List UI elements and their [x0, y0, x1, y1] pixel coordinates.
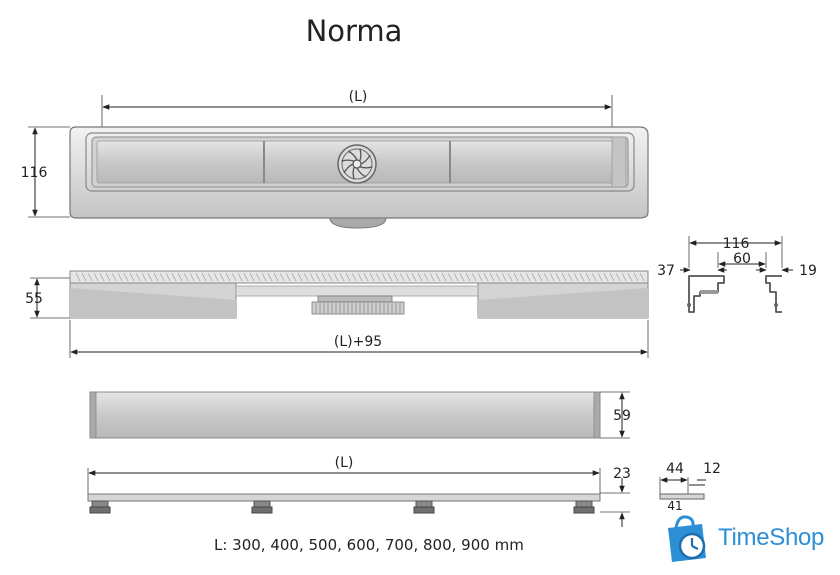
outlet-unit [311, 295, 405, 315]
grate-clip [413, 500, 435, 514]
cover-view: 59 [89, 391, 631, 439]
side-view: 55 (L)+95 [25, 270, 649, 358]
side-height-label: 55 [25, 291, 43, 307]
grate-view: (L) 23 44 12 41 [87, 455, 721, 527]
grate-clip [89, 500, 111, 514]
profile-left-label: 37 [657, 263, 675, 279]
grate-width-a-label: 44 [666, 461, 684, 477]
grate-clip [573, 500, 595, 514]
grate-width-b-label: 12 [703, 461, 721, 477]
shopping-bag-clock-icon [668, 515, 706, 562]
top-view: (L) 116 [21, 89, 649, 229]
top-length-label: (L) [349, 89, 368, 105]
brand-name: TimeShop [718, 524, 825, 551]
profile-total-label: 116 [723, 236, 750, 252]
side-length-label: (L)+95 [334, 334, 382, 350]
diagram-title: Norma [305, 14, 403, 48]
profile-section: 116 60 37 19 [657, 236, 817, 313]
grate-clip [251, 500, 273, 514]
grate-height-label: 23 [613, 466, 631, 482]
grate-width-c-label: 41 [667, 499, 682, 513]
profile-right-label: 19 [799, 263, 817, 279]
available-sizes: L: 300, 400, 500, 600, 700, 800, 900 mm [214, 536, 524, 554]
cover-height-label: 59 [613, 408, 631, 424]
profile-inner-label: 60 [733, 251, 751, 267]
outlet-pipe [329, 217, 387, 229]
drain-swirl-icon [337, 144, 377, 184]
grate-length-label: (L) [335, 455, 354, 471]
brand-logo: TimeShop [662, 514, 840, 566]
top-height-label: 116 [21, 165, 48, 181]
